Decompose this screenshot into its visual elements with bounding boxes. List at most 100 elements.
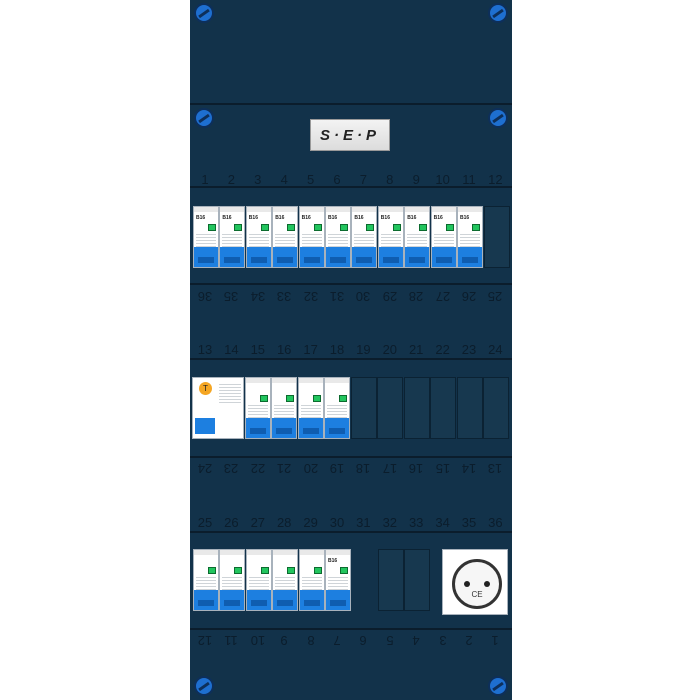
breaker-text — [275, 234, 296, 248]
breaker-text — [327, 405, 348, 419]
circuit-breaker[interactable] — [245, 549, 272, 611]
breaker-handle[interactable] — [378, 247, 403, 267]
breaker-handle[interactable] — [458, 247, 482, 267]
status-led-icon — [260, 395, 268, 402]
slot-number: 30 — [356, 289, 371, 304]
status-led-icon — [234, 567, 243, 574]
slot-number: 12 — [197, 633, 213, 648]
circuit-breaker[interactable]: B16 — [245, 206, 272, 268]
circuit-breaker[interactable] — [272, 549, 299, 611]
breaker-handle[interactable] — [273, 590, 298, 610]
circuit-breaker[interactable]: B16 — [351, 206, 378, 268]
circuit-breaker[interactable] — [219, 549, 246, 611]
slot-number: 31 — [329, 289, 345, 304]
circuit-breaker[interactable]: B16 — [325, 549, 351, 611]
breaker-handle[interactable] — [194, 247, 218, 267]
breaker-text — [248, 234, 269, 248]
breaker-handle[interactable] — [352, 247, 377, 267]
circuit-breaker[interactable] — [271, 377, 298, 439]
circuit-breaker[interactable] — [245, 377, 271, 439]
breaker-handle[interactable] — [326, 590, 350, 610]
breaker-header — [431, 207, 456, 212]
circuit-breaker[interactable] — [298, 549, 325, 611]
breaker-header — [458, 207, 482, 212]
circuit-breaker[interactable]: B16 — [430, 206, 457, 268]
breaker-header — [246, 207, 271, 212]
circuit-breaker[interactable]: B16 — [377, 206, 404, 268]
breaker-handle[interactable] — [299, 247, 324, 267]
slot-number: 31 — [356, 515, 371, 530]
switch-handle[interactable] — [195, 418, 215, 434]
breaker-rating: B16 — [196, 215, 206, 221]
breaker-header — [246, 550, 271, 555]
status-led-icon — [472, 224, 480, 231]
breaker-text — [380, 234, 401, 248]
slot-number: 3 — [438, 633, 447, 648]
slot-number: 18 — [329, 342, 345, 357]
slot-number: 28 — [408, 289, 424, 304]
earth-leakage-switch[interactable]: T — [192, 377, 244, 439]
circuit-breaker[interactable]: B16 — [272, 206, 299, 268]
slot-number: 4 — [280, 172, 288, 187]
breaker-text — [433, 234, 454, 248]
slot-number: 19 — [356, 342, 371, 357]
breaker-handle[interactable] — [405, 247, 430, 267]
breaker-handle[interactable] — [246, 247, 271, 267]
breaker-handle[interactable] — [246, 590, 271, 610]
circuit-breaker[interactable] — [324, 377, 351, 439]
slot-number: 8 — [306, 633, 315, 648]
slot-number: 19 — [329, 461, 345, 476]
slot-number: 23 — [224, 461, 239, 476]
breaker-text — [301, 577, 322, 591]
breaker-handle[interactable] — [299, 590, 324, 610]
slot-number: 4 — [412, 633, 420, 648]
test-button-icon[interactable]: T — [199, 382, 212, 395]
breaker-handle[interactable] — [273, 247, 298, 267]
breaker-text — [407, 234, 428, 248]
blank-cover — [351, 377, 377, 439]
circuit-breaker[interactable]: B16 — [457, 206, 483, 268]
slot-number: 1 — [491, 633, 500, 648]
slot-number: 17 — [382, 461, 398, 476]
slot-number: 15 — [250, 342, 266, 357]
panel-divider — [190, 358, 512, 360]
slot-number: 35 — [224, 289, 239, 304]
slot-number: 14 — [461, 461, 477, 476]
screw-icon — [194, 676, 214, 696]
breaker-handle[interactable] — [246, 418, 270, 438]
breaker-handle[interactable] — [194, 590, 218, 610]
status-led-icon — [312, 395, 321, 402]
breaker-handle[interactable] — [298, 418, 323, 438]
circuit-breaker[interactable]: B16 — [404, 206, 431, 268]
slot-number: 36 — [488, 515, 503, 530]
status-led-icon — [340, 224, 348, 231]
breaker-rating: B16 — [354, 215, 364, 221]
circuit-breaker[interactable]: B16 — [325, 206, 351, 268]
slot-number: 11 — [224, 633, 239, 648]
status-led-icon — [260, 567, 269, 574]
breaker-text — [222, 577, 243, 591]
breaker-text — [275, 577, 296, 591]
circuit-breaker[interactable] — [297, 377, 324, 439]
breaker-header — [194, 207, 218, 212]
slot-number: 8 — [386, 172, 394, 187]
breaker-handle[interactable] — [220, 247, 245, 267]
status-led-icon — [287, 567, 296, 574]
breaker-handle[interactable] — [325, 418, 350, 438]
breaker-header — [326, 550, 350, 555]
circuit-breaker[interactable]: B16 — [298, 206, 325, 268]
breaker-handle[interactable] — [220, 590, 245, 610]
breaker-header — [246, 378, 270, 383]
breaker-handle[interactable] — [272, 418, 297, 438]
circuit-breaker[interactable]: B16 — [219, 206, 246, 268]
label-text — [219, 384, 241, 404]
breaker-rating: B16 — [248, 215, 258, 221]
slot-number: 3 — [254, 172, 262, 187]
breaker-handle[interactable] — [326, 247, 350, 267]
breaker-handle[interactable] — [431, 247, 456, 267]
breaker-text — [300, 405, 321, 419]
circuit-breaker[interactable] — [193, 549, 219, 611]
circuit-breaker[interactable]: B16 — [193, 206, 219, 268]
